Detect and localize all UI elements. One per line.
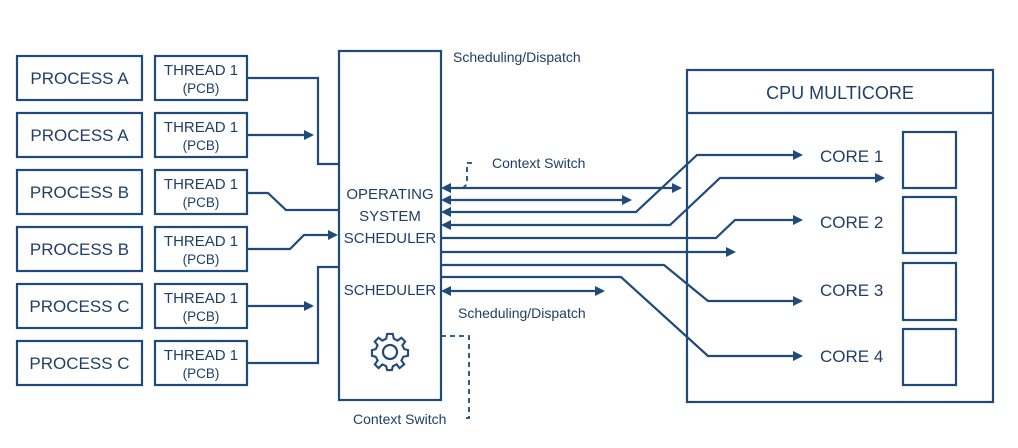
thread-label: THREAD 1 — [164, 290, 238, 307]
connector-thread-4 — [247, 230, 338, 251]
process-row: PROCESS C THREAD 1 (PCB) — [15, 282, 249, 330]
cpu-box — [685, 68, 995, 404]
dispatch-line-7 — [441, 263, 803, 306]
thread-box — [153, 339, 249, 387]
thread-label: THREAD 1 — [164, 347, 238, 364]
gear-icon — [370, 332, 410, 372]
process-row: PROCESS A THREAD 1 (PCB) — [15, 54, 249, 102]
connector-thread-1 — [247, 76, 339, 166]
thread-label: THREAD 1 — [164, 233, 238, 250]
thread-box — [153, 168, 249, 216]
core-label: CORE 4 — [820, 347, 883, 366]
process-box — [15, 282, 144, 330]
pcb-label: (PCB) — [183, 309, 220, 324]
process-box — [15, 54, 144, 102]
process-row: PROCESS A THREAD 1 (PCB) — [15, 111, 249, 159]
core-label: CORE 2 — [820, 213, 883, 232]
process-label: PROCESS C — [29, 354, 129, 373]
process-row: PROCESS B THREAD 1 (PCB) — [15, 168, 249, 216]
context-switch-top-dash — [462, 162, 472, 189]
connector-thread-6 — [247, 265, 339, 365]
cpu-title: CPU MULTICORE — [766, 83, 914, 103]
thread-box — [153, 282, 249, 330]
dispatch-line-8 — [441, 275, 803, 361]
process-box — [15, 111, 144, 159]
context-switch-bottom-label: Context Switch — [353, 411, 446, 427]
scheduler-label-line1: OPERATING — [346, 186, 433, 203]
scheduling-dispatch-mid-label: Scheduling/Dispatch — [458, 305, 586, 321]
thread-label: THREAD 1 — [164, 62, 238, 79]
cpu-multicore: CPU MULTICORE CORE 1 CORE 2 CORE 3 CORE … — [685, 68, 995, 404]
core-box — [901, 261, 958, 322]
pcb-label: (PCB) — [183, 195, 220, 210]
pcb-label: (PCB) — [183, 252, 220, 267]
thread-box — [153, 54, 249, 102]
connector-thread-3 — [247, 191, 339, 212]
process-row: PROCESS B THREAD 1 (PCB) — [15, 225, 249, 273]
core-box — [901, 195, 958, 255]
core-label: CORE 1 — [820, 147, 883, 166]
context-switch-bottom-dash — [441, 335, 470, 419]
process-box — [15, 339, 144, 387]
scheduler-box — [337, 49, 443, 402]
process-label: PROCESS B — [30, 183, 129, 202]
process-list: PROCESS A THREAD 1 (PCB) PROCESS A THREA… — [15, 54, 249, 387]
dispatch-line-4 — [441, 173, 885, 230]
dispatch-lines — [441, 150, 885, 361]
dispatch-line-5 — [441, 215, 803, 240]
core-label: CORE 3 — [820, 281, 883, 300]
process-label: PROCESS C — [29, 297, 129, 316]
process-row: PROCESS C THREAD 1 (PCB) — [15, 339, 249, 387]
pcb-label: (PCB) — [183, 138, 220, 153]
scheduler-secondary-label: SCHEDULER — [344, 282, 437, 299]
thread-box — [153, 225, 249, 273]
process-label: PROCESS B — [30, 240, 129, 259]
thread-connectors — [247, 76, 339, 365]
pcb-label: (PCB) — [183, 366, 220, 381]
scheduler-label-line3: SCHEDULER — [344, 230, 437, 247]
os-scheduler: OPERATING SYSTEM SCHEDULER SCHEDULER — [337, 49, 443, 402]
pcb-label: (PCB) — [183, 81, 220, 96]
context-switch-top-label: Context Switch — [492, 155, 585, 171]
process-box — [15, 225, 144, 273]
process-label: PROCESS A — [30, 126, 129, 145]
thread-label: THREAD 1 — [164, 176, 238, 193]
process-box — [15, 168, 144, 216]
scheduler-label-line2: SYSTEM — [359, 208, 421, 225]
process-label: PROCESS A — [30, 69, 129, 88]
core-box — [901, 327, 958, 387]
core-box — [901, 130, 958, 190]
scheduling-dispatch-top-label: Scheduling/Dispatch — [453, 49, 581, 65]
thread-label: THREAD 1 — [164, 119, 238, 136]
